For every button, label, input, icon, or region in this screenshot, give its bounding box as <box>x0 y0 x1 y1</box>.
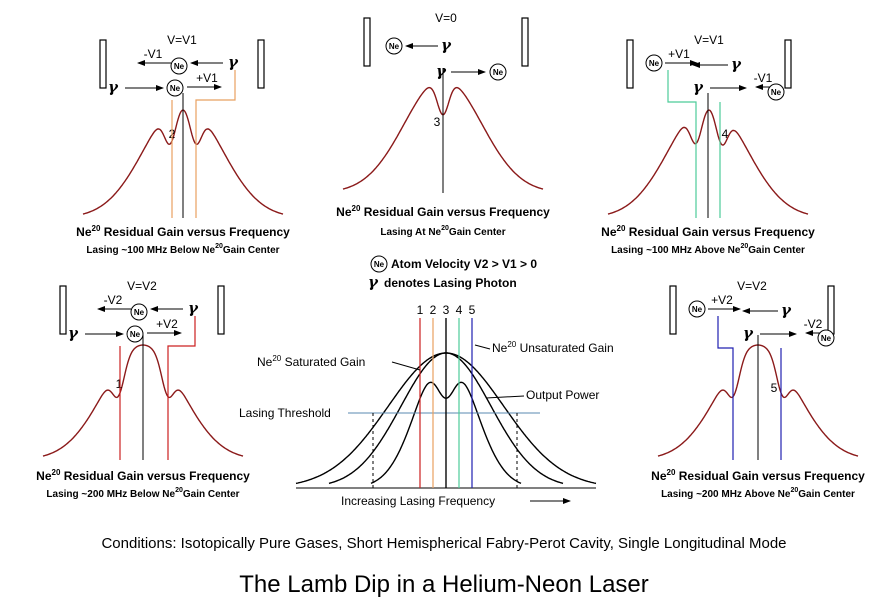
neon-atom-icon <box>767 83 785 101</box>
cavity-mirror <box>217 285 225 335</box>
output-leader <box>485 395 525 399</box>
x-axis-label: Increasing Lasing Frequency <box>341 494 495 508</box>
velocity-neg: -V2 <box>804 317 823 331</box>
photon-gamma-icon: γ <box>188 299 199 317</box>
cavity-mirror <box>99 39 107 89</box>
mode-marker-number: 4 <box>722 127 729 141</box>
velocity-pos: +V2 <box>711 293 733 307</box>
cavity-mirror <box>669 285 677 335</box>
mode-marker-number: 3 <box>434 115 441 129</box>
photon-gamma-icon: γ <box>368 273 379 291</box>
lasing-line <box>195 70 236 218</box>
mode-number-3: 3 <box>443 303 450 317</box>
neon-atom-icon <box>170 57 188 75</box>
velocity-label: V=V1 <box>167 33 197 47</box>
neon-atom-label: Ne <box>771 88 782 97</box>
photon-gamma-icon: γ <box>436 62 447 80</box>
cavity-mirror <box>59 285 67 335</box>
velocity-neg: -V2 <box>104 293 123 307</box>
neon-atom-label: Ne <box>821 334 832 343</box>
neon-atom-label: Ne <box>692 305 703 314</box>
mode-number-4: 4 <box>456 303 463 317</box>
panel-subcaption: Lasing ~100 MHz Above Ne20Gain Center <box>611 243 805 256</box>
mode-marker-number: 5 <box>771 381 778 395</box>
neon-atom-icon <box>166 79 184 97</box>
velocity-neg: -V1 <box>144 47 163 61</box>
panel-caption: Ne20 Residual Gain versus Frequency <box>76 224 290 239</box>
photon-gamma-icon: γ <box>743 324 754 342</box>
velocity-label: V=V2 <box>737 279 767 293</box>
cavity-mirror <box>257 39 265 89</box>
panel-subcaption: Lasing At Ne20Gain Center <box>380 225 505 238</box>
neon-atom-icon <box>126 325 144 343</box>
unsaturated-leader <box>474 344 491 350</box>
neon-atom-label: Ne <box>493 68 504 77</box>
saturated-gain-label: Ne20 Saturated Gain <box>257 354 365 369</box>
neon-atom-label: Ne <box>170 84 181 93</box>
lasing-threshold-label: Lasing Threshold <box>239 406 331 420</box>
velocity-neg: -V1 <box>754 71 773 85</box>
saturated-leader <box>391 361 421 371</box>
cavity-mirror <box>626 39 634 89</box>
velocity-label: V=V1 <box>694 33 724 47</box>
diagram-title: The Lamb Dip in a Helium-Neon Laser <box>239 571 649 598</box>
velocity-pos: +V2 <box>156 317 178 331</box>
panel-subcaption: Lasing ~200 MHz Above Ne20Gain Center <box>661 487 855 500</box>
neon-atom-icon <box>688 300 706 318</box>
panel-caption: Ne20 Residual Gain versus Frequency <box>601 224 815 239</box>
lasing-line <box>167 316 196 460</box>
panel-caption: Ne20 Residual Gain versus Frequency <box>651 468 865 483</box>
photon-gamma-icon: γ <box>228 53 239 71</box>
velocity-label: V=0 <box>435 11 457 25</box>
neon-atom-icon <box>817 329 835 347</box>
cavity-mirror <box>827 285 835 335</box>
output-power-label: Output Power <box>526 388 599 402</box>
photon-gamma-icon: γ <box>731 55 742 73</box>
lasing-line <box>717 316 734 460</box>
panel-subcaption: Lasing ~200 MHz Below Ne20Gain Center <box>46 487 239 500</box>
photon-gamma-icon: γ <box>693 78 704 96</box>
neon-atom-label: Ne <box>174 62 185 71</box>
cavity-mirror <box>521 17 529 67</box>
velocity-label: V=V2 <box>127 279 157 293</box>
conditions-text: Conditions: Isotopically Pure Gases, Sho… <box>101 535 786 552</box>
mode-number-1: 1 <box>417 303 424 317</box>
mode-number-2: 2 <box>430 303 437 317</box>
legend-photon-text: denotes Lasing Photon <box>384 276 517 290</box>
neon-atom-icon <box>370 255 388 273</box>
velocity-pos: +V1 <box>668 47 690 61</box>
photon-gamma-icon: γ <box>441 36 452 54</box>
neon-atom-label: Ne <box>130 330 141 339</box>
legend-atom-text: Atom Velocity V2 > V1 > 0 <box>391 257 537 271</box>
cavity-mirror <box>784 39 792 89</box>
panel-subcaption: Lasing ~100 MHz Below Ne20Gain Center <box>86 243 279 256</box>
neon-atom-icon <box>489 63 507 81</box>
photon-gamma-icon: γ <box>108 78 119 96</box>
photon-gamma-icon: γ <box>781 301 792 319</box>
neon-atom-icon <box>130 303 148 321</box>
neon-atom-label: Ne <box>649 59 660 68</box>
panel-caption: Ne20 Residual Gain versus Frequency <box>336 204 550 219</box>
panel-caption: Ne20 Residual Gain versus Frequency <box>36 468 250 483</box>
unsaturated-gain-label: Ne20 Unsaturated Gain <box>492 340 614 355</box>
neon-atom-icon <box>645 54 663 72</box>
photon-gamma-icon: γ <box>68 324 79 342</box>
mode-number-5: 5 <box>469 303 476 317</box>
cavity-mirror <box>363 17 371 67</box>
neon-atom-label: Ne <box>374 260 385 269</box>
neon-atom-label: Ne <box>134 308 145 317</box>
lasing-line <box>667 70 697 218</box>
velocity-pos: +V1 <box>196 71 218 85</box>
mode-marker-number: 1 <box>116 377 123 391</box>
neon-atom-label: Ne <box>389 42 400 51</box>
neon-atom-icon <box>385 37 403 55</box>
